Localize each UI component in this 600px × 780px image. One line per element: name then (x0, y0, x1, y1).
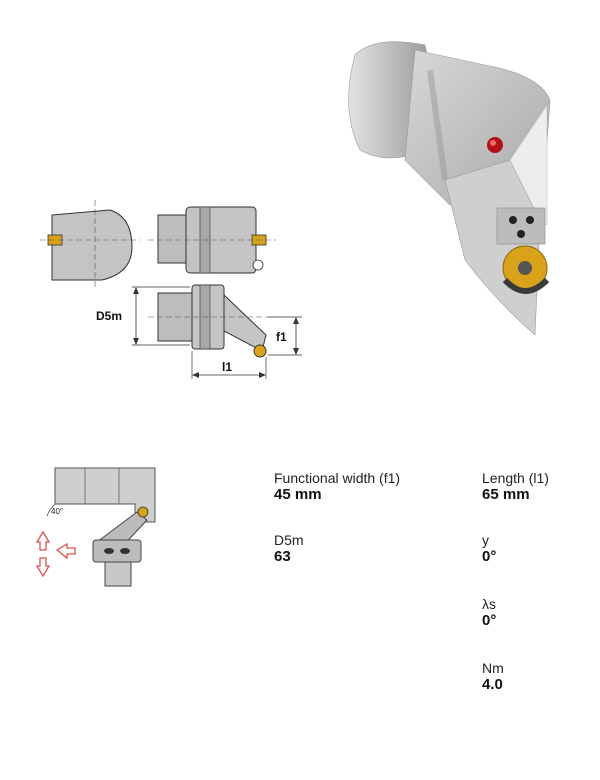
direction-arrows-icon (35, 530, 76, 578)
l1-label: l1 (222, 360, 232, 374)
spec-value: 4.0 (482, 676, 503, 693)
spec-y: y 0° (482, 532, 496, 565)
spec-label: Nm (482, 660, 504, 676)
side-view (148, 206, 276, 274)
top-view (148, 284, 276, 358)
product-image (348, 41, 551, 336)
spec-length: Length (l1) 65 mm (482, 470, 549, 503)
technical-drawing: D5m f1 l1 (40, 200, 302, 379)
setup-diagram: 40° (35, 467, 156, 587)
spec-nm: Nm 4.0 (482, 660, 504, 693)
d5m-dimension (132, 286, 190, 346)
spec-label: y (482, 532, 489, 548)
insert-icon (137, 506, 149, 518)
spec-label: λs (482, 596, 496, 612)
spec-value: 65 mm (482, 486, 530, 503)
spec-lambda-s: λs 0° (482, 596, 496, 629)
l1-dimension (191, 351, 267, 379)
spec-value: 63 (274, 548, 291, 565)
spec-label: Functional width (f1) (274, 470, 401, 486)
spec-value: 0° (482, 612, 497, 629)
spec-d5m: D5m 63 (274, 532, 304, 565)
d5m-label: D5m (96, 309, 122, 323)
spec-functional-width: Functional width (f1) 45 mm (274, 470, 400, 503)
f1-label: f1 (276, 330, 287, 344)
end-view (40, 200, 140, 287)
spec-label: Length (l1) (482, 470, 549, 486)
spec-label: D5m (274, 532, 304, 548)
insert-icon (253, 344, 267, 358)
spec-value: 45 mm (274, 486, 322, 503)
f1-dimension (268, 316, 302, 356)
angle-label: 40° (51, 507, 63, 516)
spec-value: 0° (482, 548, 497, 565)
